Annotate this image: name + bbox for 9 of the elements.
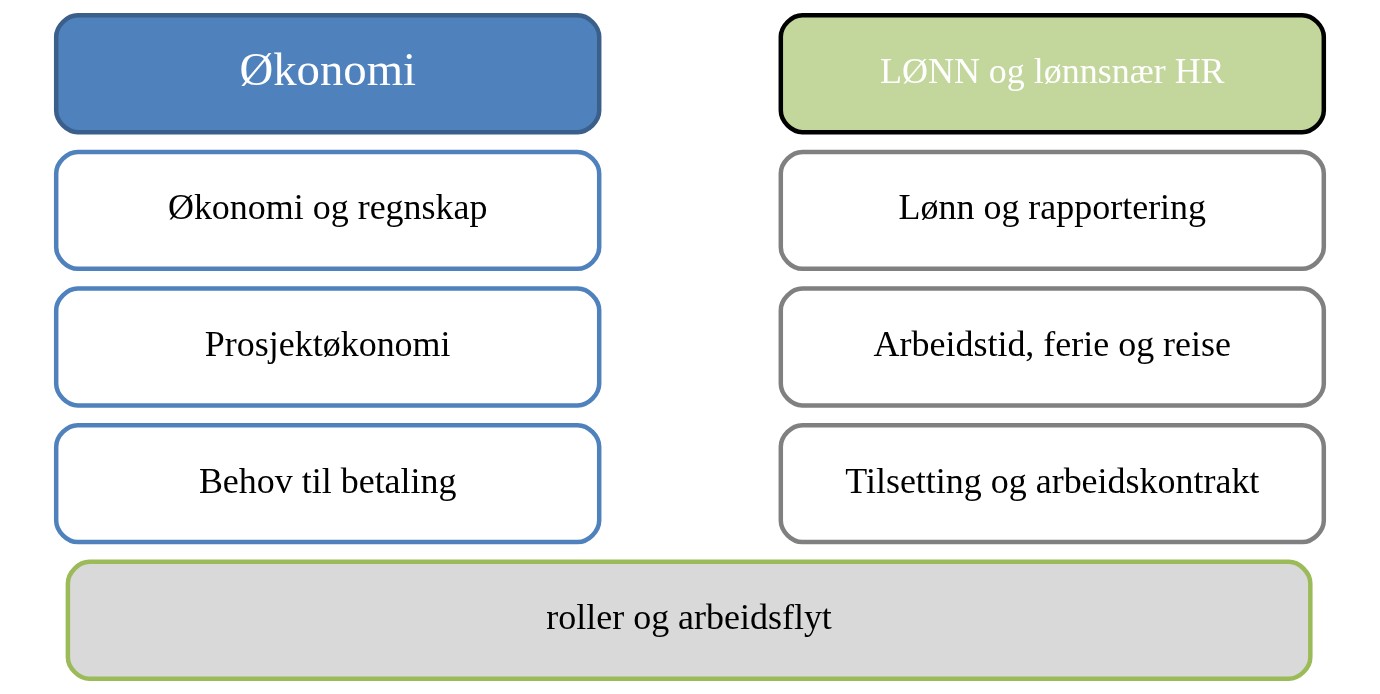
node-box: Tilsetting og arbeidskontrakt <box>778 422 1327 545</box>
node-box: LØNN og lønnsnær HR <box>778 13 1327 135</box>
node-box: Prosjektøkonomi <box>53 286 602 408</box>
node-box: Økonomi og regnskap <box>53 149 602 272</box>
node-box: Lønn og rapportering <box>778 149 1327 272</box>
node-box: Økonomi <box>53 13 602 135</box>
node-box: Arbeidstid, ferie og reise <box>778 286 1327 408</box>
node-box: Behov til betaling <box>53 422 602 545</box>
node-box: roller og arbeidsflyt <box>65 559 1313 681</box>
